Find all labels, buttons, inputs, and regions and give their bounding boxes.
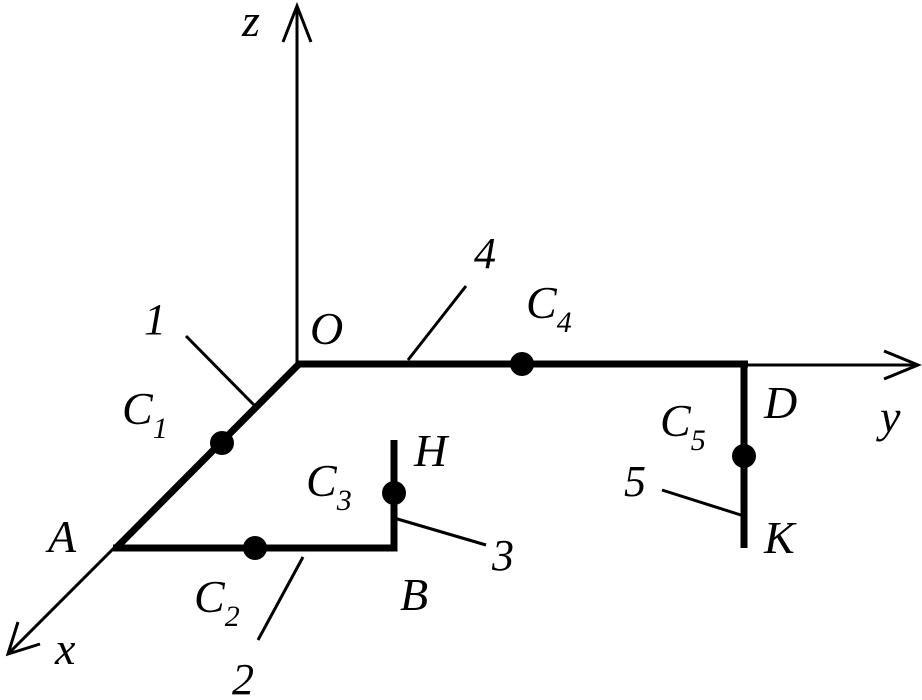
rod-2-label: 2 bbox=[232, 655, 254, 700]
leader-rod-4 bbox=[406, 285, 468, 361]
center-c2-label: C2 bbox=[194, 571, 240, 633]
rod-1-label: 1 bbox=[144, 295, 166, 344]
x-axis-label: x bbox=[54, 623, 76, 674]
rod-3-label: 3 bbox=[491, 531, 514, 580]
center-c3-label: C3 bbox=[306, 455, 352, 517]
y-axis-label: y bbox=[876, 391, 901, 442]
center-c1-dot bbox=[210, 431, 234, 455]
rod-4-label: 4 bbox=[474, 229, 496, 278]
center-c3-dot bbox=[382, 481, 406, 505]
center-c4-dot bbox=[510, 352, 534, 376]
center-c5-dot bbox=[732, 444, 756, 468]
point-k-label: K bbox=[763, 512, 797, 563]
center-c2-dot bbox=[243, 536, 267, 560]
point-h-label: H bbox=[413, 425, 450, 476]
center-c4-label: C4 bbox=[526, 277, 572, 339]
center-c1-label: C1 bbox=[122, 383, 168, 445]
z-axis-label: z bbox=[241, 0, 260, 46]
z-axis bbox=[281, 1, 313, 365]
point-d-label: D bbox=[763, 377, 797, 428]
leader-rod-2 bbox=[256, 556, 305, 641]
point-b-label: B bbox=[400, 569, 428, 620]
leader-rod-1 bbox=[184, 334, 256, 407]
rod-2 bbox=[113, 518, 398, 552]
point-o-label: O bbox=[310, 303, 343, 354]
rod-5-label: 5 bbox=[624, 457, 646, 506]
leader-rod-3 bbox=[393, 516, 487, 547]
center-c5-label: C5 bbox=[660, 395, 706, 457]
leader-rod-5 bbox=[661, 488, 745, 518]
point-a-label: A bbox=[45, 511, 77, 562]
rod-1 bbox=[113, 361, 302, 551]
